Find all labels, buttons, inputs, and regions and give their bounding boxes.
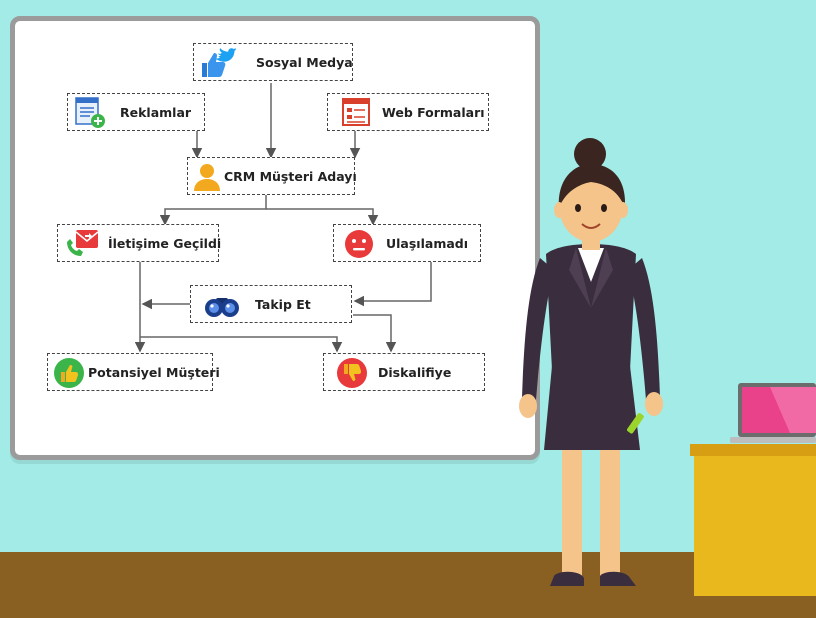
node-contacted-label: İletişime Geçildi [108, 235, 222, 251]
node-potential-customer: Potansiyel Müşteri [47, 353, 220, 393]
whiteboard: Sosyal Medya Reklamlar [10, 16, 540, 460]
node-unreachable: Ulaşılamadı [333, 224, 481, 262]
user-icon [192, 162, 222, 196]
edge-follow-disqualify [353, 314, 397, 353]
laptop-illustration [730, 383, 816, 443]
node-follow-up: Takip Et [190, 285, 352, 323]
node-disqualify: Diskalifiye [323, 353, 485, 391]
edge-crm-unreachable [266, 208, 379, 226]
node-web-forms: Web Formaları [327, 93, 489, 131]
node-social-media: Sosyal Medya [193, 43, 353, 81]
document-add-icon [74, 97, 106, 133]
phone-mail-icon [64, 228, 100, 264]
binoculars-icon [205, 294, 239, 322]
desk-illustration [690, 444, 816, 596]
flow-connectors [134, 83, 432, 353]
edge-contacted-disqualify [140, 336, 343, 353]
node-social-media-label: Sosyal Medya [256, 54, 353, 70]
node-ads-label: Reklamlar [120, 104, 192, 120]
web-form-icon [342, 98, 372, 132]
thumbs-up-icon [53, 357, 85, 393]
node-ads: Reklamlar [67, 93, 205, 131]
node-disqualify-label: Diskalifiye [378, 364, 452, 380]
edge-crm-split [159, 195, 267, 226]
node-web-forms-label: Web Formaları [382, 104, 485, 120]
node-crm-lead: CRM Müşteri Adayı [187, 157, 357, 196]
node-follow-up-label: Takip Et [255, 296, 311, 312]
neutral-face-icon [344, 229, 374, 263]
twitter-like-icon [198, 47, 238, 83]
node-contacted: İletişime Geçildi [57, 224, 222, 264]
node-unreachable-label: Ulaşılamadı [386, 235, 469, 251]
floor [0, 552, 816, 618]
edge-unreachable-follow [353, 262, 432, 307]
thumbs-down-icon [336, 357, 368, 393]
presenter-illustration [519, 138, 663, 586]
node-crm-lead-label: CRM Müşteri Adayı [224, 168, 357, 184]
node-potential-customer-label: Potansiyel Müşteri [88, 364, 220, 380]
